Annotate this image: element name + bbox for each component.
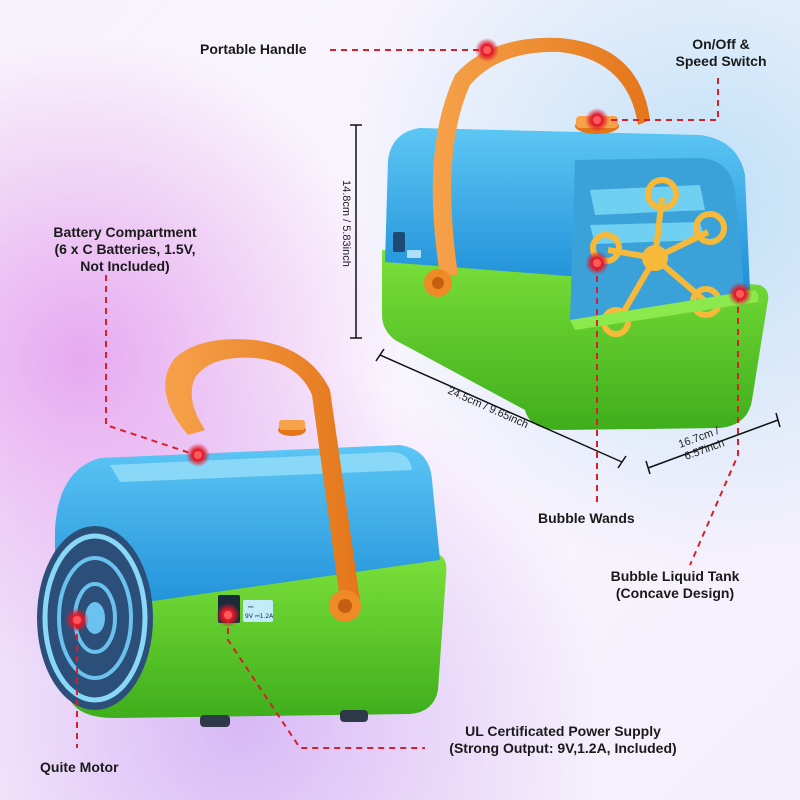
label-bubble-tank: Bubble Liquid Tank (Concave Design)	[590, 568, 760, 602]
label-quite-motor: Quite Motor	[40, 759, 119, 775]
label-portable-handle: Portable Handle	[200, 41, 307, 57]
label-power-line2: (Strong Output: 9V,1.2A, Included)	[449, 740, 677, 756]
label-onoff-line2: Speed Switch	[675, 53, 767, 69]
callout-leaders	[76, 49, 739, 749]
label-battery-line2: (6 x C Batteries, 1.5V,	[54, 241, 196, 257]
motor-grille	[37, 526, 153, 710]
label-bubble-wands: Bubble Wands	[538, 510, 635, 526]
dimension-lines	[350, 124, 781, 475]
label-battery-line1: Battery Compartment	[53, 224, 197, 240]
front-handle	[165, 339, 360, 600]
machine-front-view	[37, 339, 447, 727]
height-dimension: 14.8cm / 5.83inch	[340, 180, 352, 267]
top-handle	[432, 37, 650, 275]
label-battery-line3: Not Included)	[80, 258, 170, 274]
label-battery-compartment: Battery Compartment (6 x C Batteries, 1.…	[40, 224, 210, 275]
label-power-line1: UL Certificated Power Supply	[465, 723, 661, 739]
port-rating: 9V ⎓1.2A	[245, 613, 274, 620]
port-dc-symbol: ⎓	[248, 603, 254, 611]
label-tank-line1: Bubble Liquid Tank	[610, 568, 740, 584]
label-onoff-switch: On/Off & Speed Switch	[666, 36, 776, 70]
callout-markers	[65, 38, 752, 632]
label-onoff-line1: On/Off &	[692, 36, 750, 52]
label-tank-line2: (Concave Design)	[615, 585, 735, 601]
machine-rear-view	[382, 37, 769, 430]
label-power-supply: UL Certificated Power Supply (Strong Out…	[428, 723, 698, 757]
